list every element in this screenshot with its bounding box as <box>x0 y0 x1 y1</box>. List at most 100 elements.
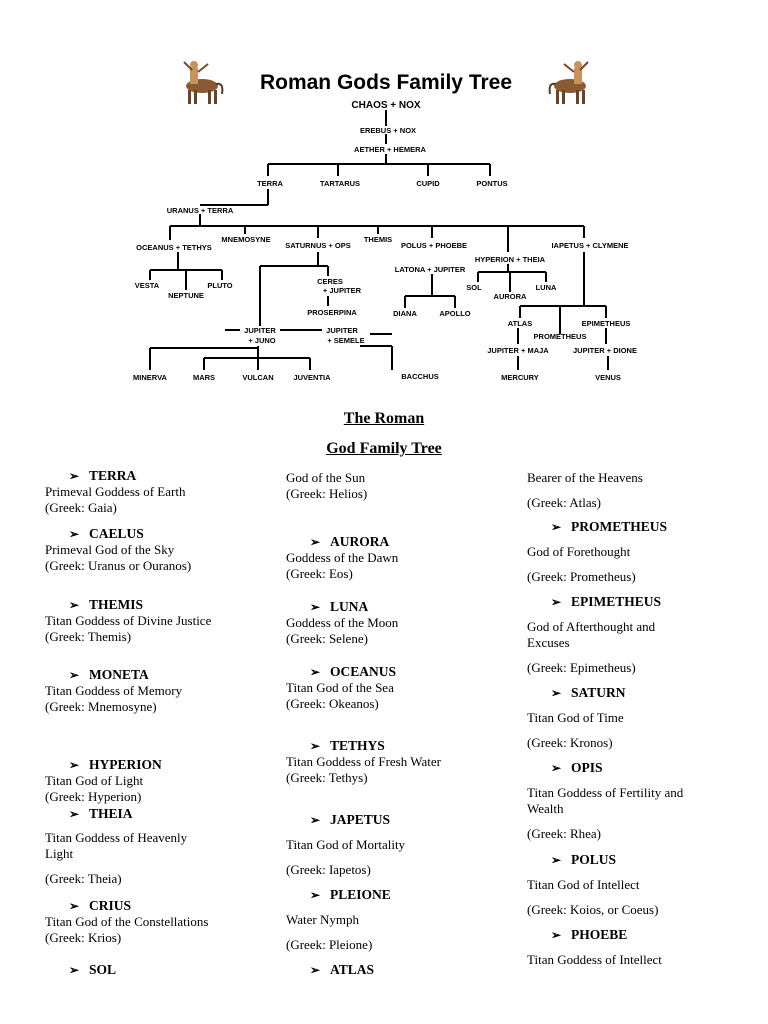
arrow-bullet-icon: ➢ <box>310 888 321 902</box>
arrow-bullet-icon: ➢ <box>69 598 80 612</box>
entry-description: God of Forethought <box>527 544 631 559</box>
tree-node-oceanus-tethys: OCEANUS + TETHYS <box>136 243 212 252</box>
arrow-bullet-icon: ➢ <box>551 686 562 700</box>
entry-name: EPIMETHEUS <box>571 594 662 609</box>
entry-name: TERRA <box>89 468 137 483</box>
arrow-bullet-icon: ➢ <box>69 963 80 977</box>
tree-node-vulcan: VULCAN <box>242 373 273 382</box>
tree-node-jupiter-juno: JUPITER <box>244 326 276 335</box>
entry-moneta: ➢MONETA Titan Goddess of Memory (Greek: … <box>45 667 280 715</box>
arrow-bullet-icon: ➢ <box>69 668 80 682</box>
tree-node-iapetus-clymene: IAPETUS + CLYMENE <box>551 241 628 250</box>
entry-name: CAELUS <box>89 526 144 541</box>
entry-description-cont: Excuses <box>527 635 570 650</box>
entry-greek-name: (Greek: Okeanos) <box>286 696 379 711</box>
entry-opis: ➢ OPIS Titan Goddess of Fertility and Wea… <box>527 760 762 842</box>
heading-line-2: God Family Tree <box>326 440 442 457</box>
entry-name: ATLAS <box>330 962 375 977</box>
tree-node-neptune: NEPTUNE <box>168 291 204 300</box>
heading-line-1: The Roman <box>343 410 425 427</box>
entry-name: LUNA <box>330 599 369 614</box>
arrow-bullet-icon: ➢ <box>69 899 80 913</box>
tree-node-atlas: ATLAS <box>508 319 532 328</box>
arrow-bullet-icon: ➢ <box>551 595 562 609</box>
entry-greek-name: (Greek: Kronos) <box>527 735 613 750</box>
arrow-bullet-icon: ➢ <box>310 813 321 827</box>
tree-node-jupiter-semele: JUPITER <box>326 326 358 335</box>
entry-description-cont: Light <box>45 846 74 861</box>
entry-name: PLEIONE <box>330 887 391 902</box>
tree-node-semele: + SEMELE <box>327 336 364 345</box>
tree-node-juventia: JUVENTIA <box>293 373 331 382</box>
tree-connectors <box>149 110 609 370</box>
tree-node-ceres: CERES <box>317 277 343 286</box>
tree-node-tartarus: TARTARUS <box>320 179 360 188</box>
centaur-illustration-left <box>183 61 224 104</box>
tree-node-sol: SOL <box>466 283 482 292</box>
entry-luna: ➢LUNA Goddess of the Moon (Greek: Selene… <box>286 599 521 647</box>
entry-sol: ➢ SOL <box>45 962 280 978</box>
entry-greek-name: (Greek: Hyperion) <box>45 789 142 804</box>
arrow-bullet-icon: ➢ <box>69 758 80 772</box>
column-middle: God of the Sun (Greek: Helios) ➢AURORA G… <box>286 470 521 990</box>
tree-node-pontus: PONTUS <box>476 179 507 188</box>
entry-description-cont: Wealth <box>527 801 564 816</box>
entry-description: Titan Goddess of Intellect <box>527 952 662 967</box>
arrow-bullet-icon: ➢ <box>551 520 562 534</box>
entry-hyperion: ➢HYPERION Titan God of Light (Greek: Hyp… <box>45 757 280 805</box>
entry-description: Titan Goddess of Fresh Water <box>286 754 441 769</box>
entry-name: CRIUS <box>89 898 132 913</box>
entry-greek-name: (Greek: Mnemosyne) <box>45 699 157 714</box>
entry-name: OCEANUS <box>330 664 397 679</box>
entry-name: HYPERION <box>89 757 162 772</box>
tree-node-themis: THEMIS <box>364 235 392 244</box>
arrow-bullet-icon: ➢ <box>551 761 562 775</box>
entry-sol-continued: God of the Sun (Greek: Helios) <box>286 470 521 502</box>
entry-description: Titan God of the Constellations <box>45 914 209 929</box>
entry-name: JAPETUS <box>330 812 391 827</box>
entry-greek-name: (Greek: Krios) <box>45 930 122 945</box>
arrow-bullet-icon: ➢ <box>310 665 321 679</box>
entry-theia: ➢THEIA Titan Goddess of Heavenly Light (… <box>45 806 280 887</box>
entry-description: Titan God of Intellect <box>527 877 640 892</box>
entry-themis: ➢THEMIS Titan Goddess of Divine Justice … <box>45 597 280 645</box>
entry-greek-name: (Greek: Themis) <box>45 629 132 644</box>
entry-greek-name: (Greek: Koios, or Coeus) <box>527 902 659 917</box>
tree-node-aurora: AURORA <box>494 292 527 301</box>
entry-name: SOL <box>89 962 117 977</box>
arrow-bullet-icon: ➢ <box>310 739 321 753</box>
entry-greek-name: (Greek: Eos) <box>286 566 353 581</box>
tree-node-uranus-terra: URANUS + TERRA <box>167 206 234 215</box>
tree-node-minerva: MINERVA <box>133 373 167 382</box>
entry-greek-name: (Greek: Theia) <box>45 871 122 886</box>
entry-greek-name: (Greek: Epimetheus) <box>527 660 636 675</box>
tree-node-apollo: APOLLO <box>439 309 470 318</box>
arrow-bullet-icon: ➢ <box>69 527 80 541</box>
entry-atlas: ➢ATLAS <box>286 962 521 978</box>
entry-pleione: ➢PLEIONE Water Nymph (Greek: Pleione) <box>286 887 521 953</box>
arrow-bullet-icon: ➢ <box>69 807 80 821</box>
entry-crius: ➢ CRIUS Titan God of the Constellations (… <box>45 898 280 946</box>
entry-description: Goddess of the Moon <box>286 615 399 630</box>
tree-labels: CHAOS + NOX EREBUS + NOX AETHER + HEMERA… <box>133 100 637 382</box>
entry-prometheus: ➢PROMETHEUS God of Forethought (Greek: P… <box>527 519 762 585</box>
entry-epimetheus: ➢EPIMETHEUS God of Afterthought and Excu… <box>527 594 762 676</box>
tree-node-erebus-nox: EREBUS + NOX <box>360 126 416 135</box>
entry-name: SATURN <box>571 685 626 700</box>
arrow-bullet-icon: ➢ <box>551 928 562 942</box>
tree-node-latona-jupiter: LATONA + JUPITER <box>395 265 466 274</box>
tree-node-jupiter-dione: JUPITER + DIONE <box>573 346 637 355</box>
tree-title: Roman Gods Family Tree <box>260 71 512 94</box>
entry-description: Titan God of Mortality <box>286 837 406 852</box>
tree-node-hyperion-theia: HYPERION + THEIA <box>475 255 546 264</box>
entry-caelus: ➢CAELUS Primeval God of the Sky (Greek: … <box>45 526 280 574</box>
column-right: Bearer of the Heavens (Greek: Atlas) ➢PR… <box>527 470 762 990</box>
tree-node-chaos-nox: CHAOS + NOX <box>351 100 421 111</box>
entry-description: Goddess of the Dawn <box>286 550 399 565</box>
entry-name: OPIS <box>571 760 603 775</box>
tree-node-aether-hemera: AETHER + HEMERA <box>354 145 426 154</box>
entry-description: Titan Goddess of Fertility and <box>527 785 684 800</box>
entry-atlas-continued: Bearer of the Heavens (Greek: Atlas) <box>527 470 762 511</box>
centaur-illustration-right <box>548 61 589 104</box>
tree-node-diana: DIANA <box>393 309 417 318</box>
